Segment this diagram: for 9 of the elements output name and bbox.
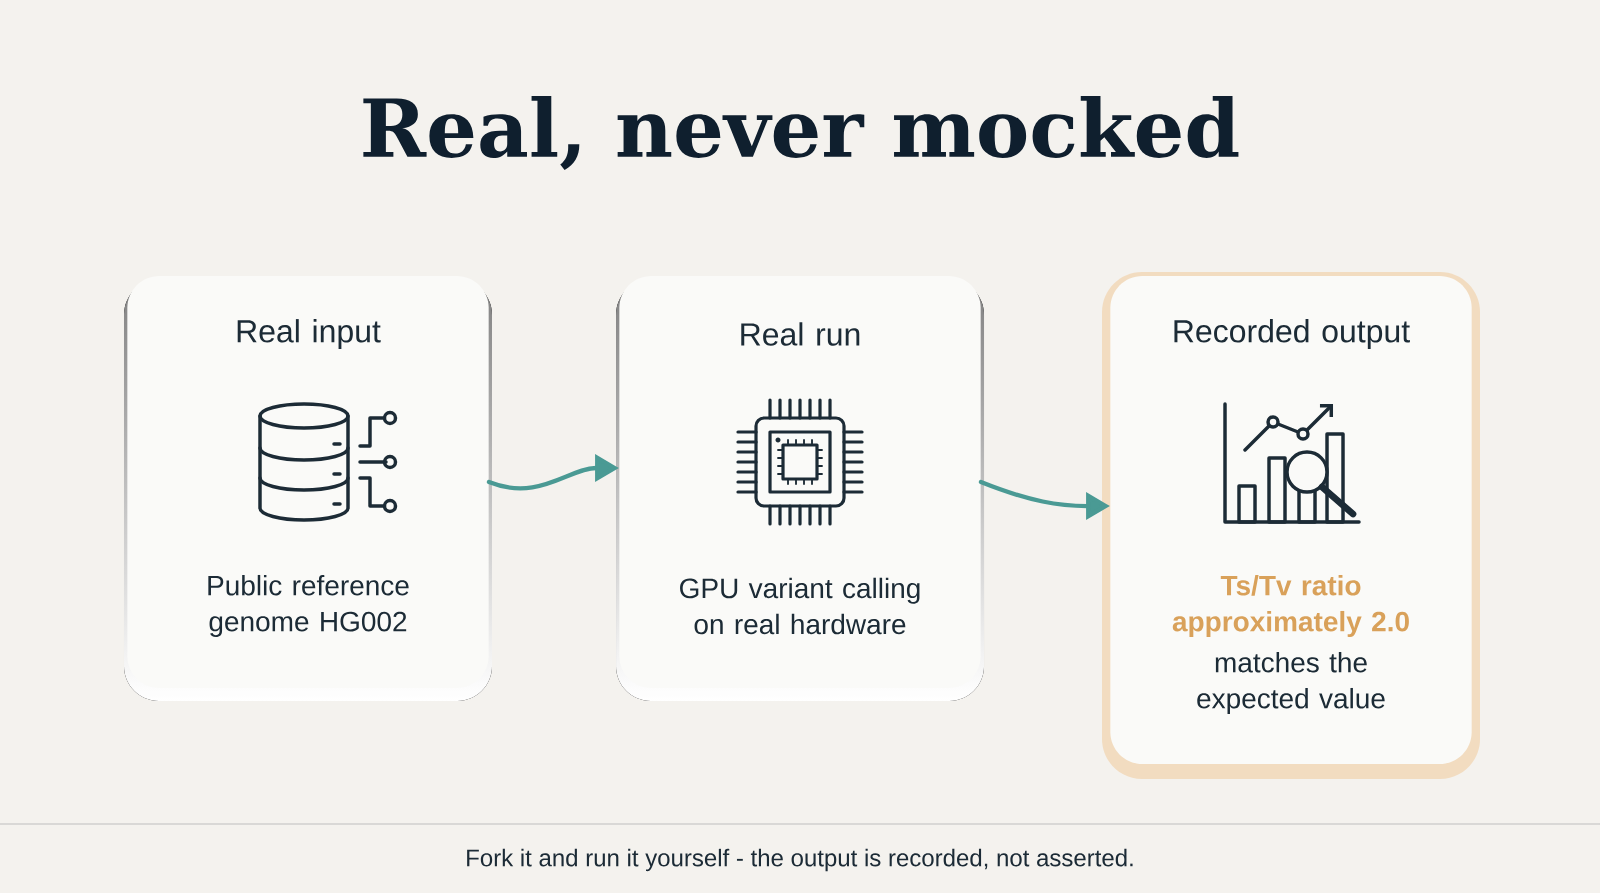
card: Real input Public reference genome HG002 [127,276,489,688]
node-label: Real run [741,322,860,346]
node-label: Real input [237,319,381,349]
title: Real, never mocked [363,96,1239,170]
card: Real run GPU variant calling on real hardware [619,276,981,688]
node-label: GPU variant calling on real hardware [680,577,920,635]
card: Recorded output Ts/Tv ratio approximately 2.0 matches the expected value [1110,276,1472,764]
footer-note: Fork it and run it yourself - the output is recorded, not asserted. [467,848,1133,872]
node-label: Public reference genome HG002 [208,574,409,638]
